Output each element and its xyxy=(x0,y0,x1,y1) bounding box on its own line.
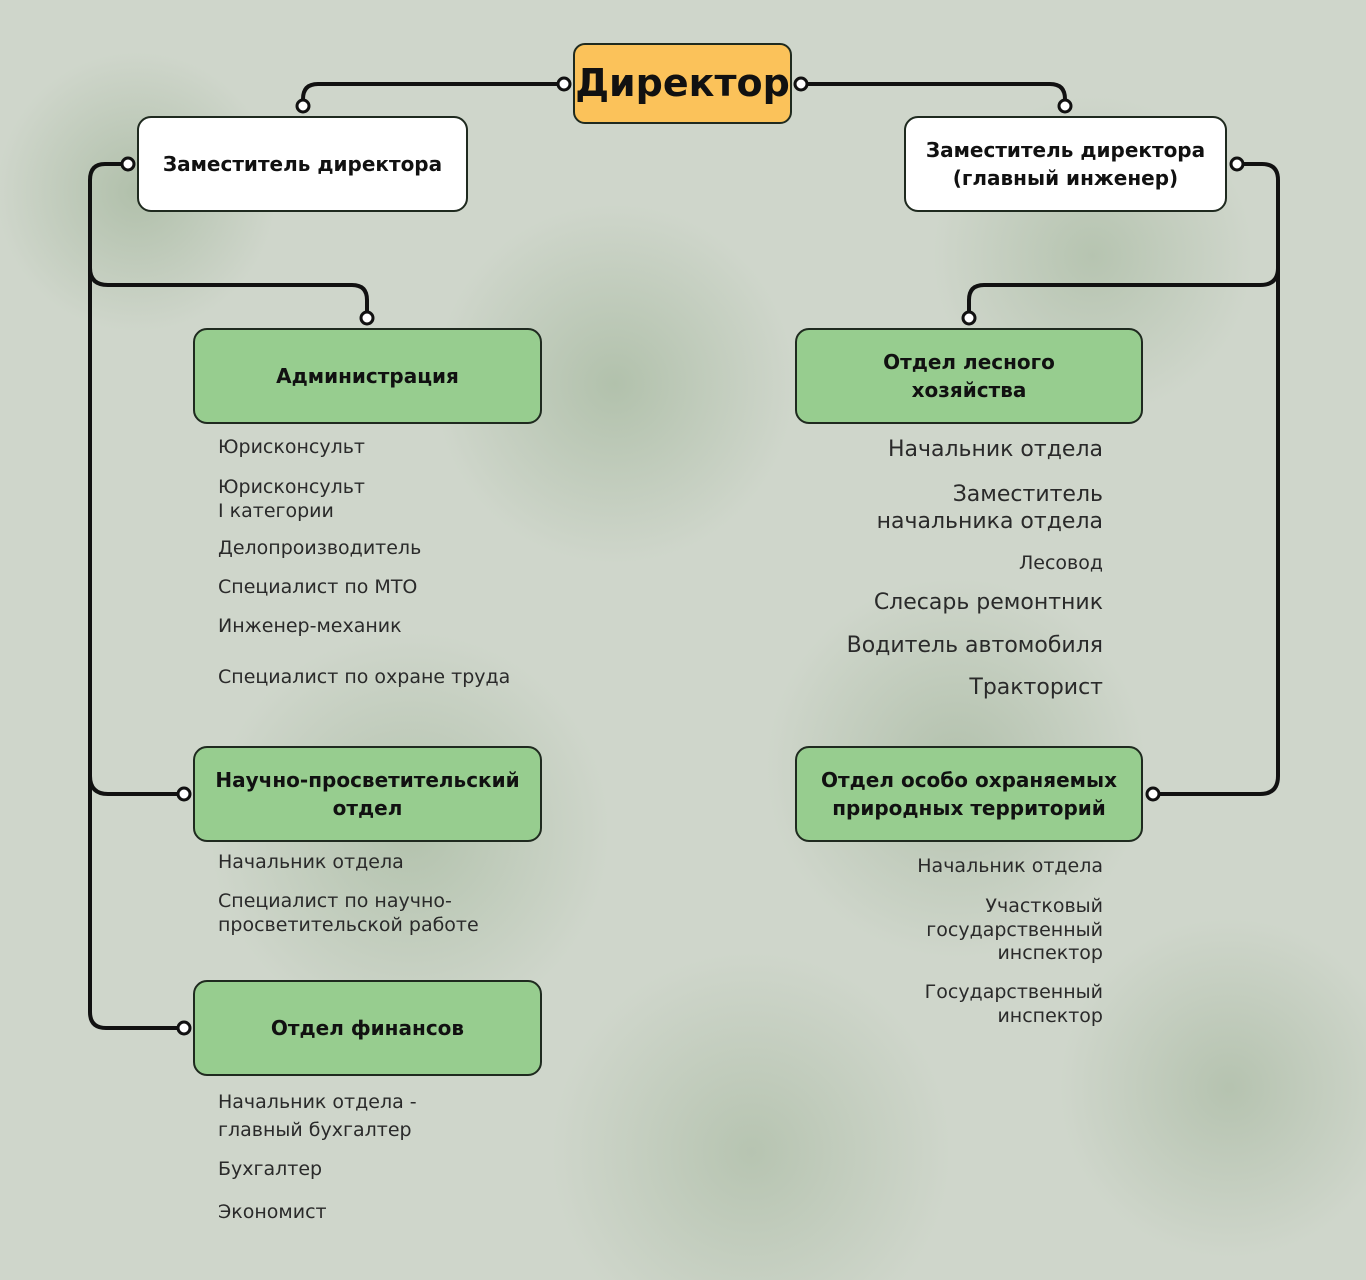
finance-staff-list: Начальник отдела - главный бухгалтер Бух… xyxy=(218,1089,538,1225)
protected-staff-list: Начальник отдела Участковый государствен… xyxy=(780,855,1103,1029)
finance-department-title: Отдел финансов xyxy=(270,1016,465,1040)
staff-item: Участковый государственный инспектор xyxy=(926,894,1103,965)
administration-title: Администрация xyxy=(276,364,459,388)
connector-right-forestry xyxy=(967,266,1280,320)
staff-item: Начальник отдела xyxy=(887,437,1103,462)
director-box: Директор xyxy=(573,43,792,124)
connector-dot xyxy=(359,310,375,326)
staff-item: Юрисконсульт xyxy=(218,436,365,458)
staff-item: Специалист по научно- просветительской р… xyxy=(218,889,479,936)
connector-dot xyxy=(120,156,136,172)
deputy-chief-engineer-box: Заместитель директора (главный инженер) xyxy=(904,116,1227,212)
connector-dot xyxy=(1145,786,1161,802)
deputy-chief-engineer-label: Заместитель директора (главный инженер) xyxy=(925,138,1206,190)
connector-left-trunk xyxy=(88,162,186,1030)
science-staff-list: Начальник отдела Специалист по научно- п… xyxy=(218,851,538,937)
forestry-department-box: Отдел лесного хозяйства xyxy=(795,328,1143,424)
staff-item: Лесовод xyxy=(1018,551,1103,574)
connector-dot xyxy=(556,76,572,92)
staff-item: Водитель автомобиля xyxy=(846,632,1103,658)
connector-dot xyxy=(961,310,977,326)
connector-dot xyxy=(176,1020,192,1036)
connector-left-administration xyxy=(88,266,369,320)
deputy-director-label: Заместитель директора xyxy=(162,152,443,176)
staff-item: Слесарь ремонтник xyxy=(873,590,1103,616)
connector-dot xyxy=(176,786,192,802)
science-department-title: Научно-просветительский отдел xyxy=(215,768,520,820)
deputy-director-box: Заместитель директора xyxy=(137,116,468,212)
staff-item: Специалист по охране труда xyxy=(218,665,511,688)
staff-item: Юрисконсульт I категории xyxy=(218,475,365,522)
staff-item: Начальник отдела xyxy=(218,851,404,873)
administration-staff-list: Юрисконсульт Юрисконсульт I категории Де… xyxy=(218,436,538,689)
connector-director-right xyxy=(799,82,1067,108)
science-department-box: Научно-просветительский отдел xyxy=(193,746,542,842)
connector-dot xyxy=(1057,98,1073,114)
staff-item: Экономист xyxy=(218,1200,327,1223)
staff-item: Начальник отдела xyxy=(917,855,1103,877)
protected-territories-box: Отдел особо охраняемых природных террито… xyxy=(795,746,1143,842)
director-label: Директор xyxy=(575,60,790,105)
staff-item: Бухгалтер xyxy=(218,1158,323,1181)
forestry-department-title: Отдел лесного хозяйства xyxy=(883,350,1055,402)
staff-item: Государственный инспектор xyxy=(924,981,1103,1027)
connector-dot xyxy=(295,98,311,114)
staff-item: Заместитель начальника отдела xyxy=(876,481,1103,535)
connector-right-trunk xyxy=(1151,162,1280,796)
staff-item: Специалист по МТО xyxy=(218,576,418,598)
staff-item: Начальник отдела - главный бухгалтер xyxy=(218,1091,417,1141)
connector-dot xyxy=(793,76,809,92)
staff-item: Инженер-механик xyxy=(218,614,402,637)
staff-item: Делопроизводитель xyxy=(218,537,422,560)
connector-director-left xyxy=(301,82,565,108)
finance-department-box: Отдел финансов xyxy=(193,980,542,1076)
protected-territories-title: Отдел особо охраняемых природных террито… xyxy=(821,768,1117,820)
connector-left-science xyxy=(88,774,186,796)
staff-item: Тракторист xyxy=(969,675,1103,701)
forestry-staff-list: Начальник отдела Заместитель начальника … xyxy=(780,436,1103,702)
connector-dot xyxy=(1229,156,1245,172)
administration-box: Администрация xyxy=(193,328,542,424)
